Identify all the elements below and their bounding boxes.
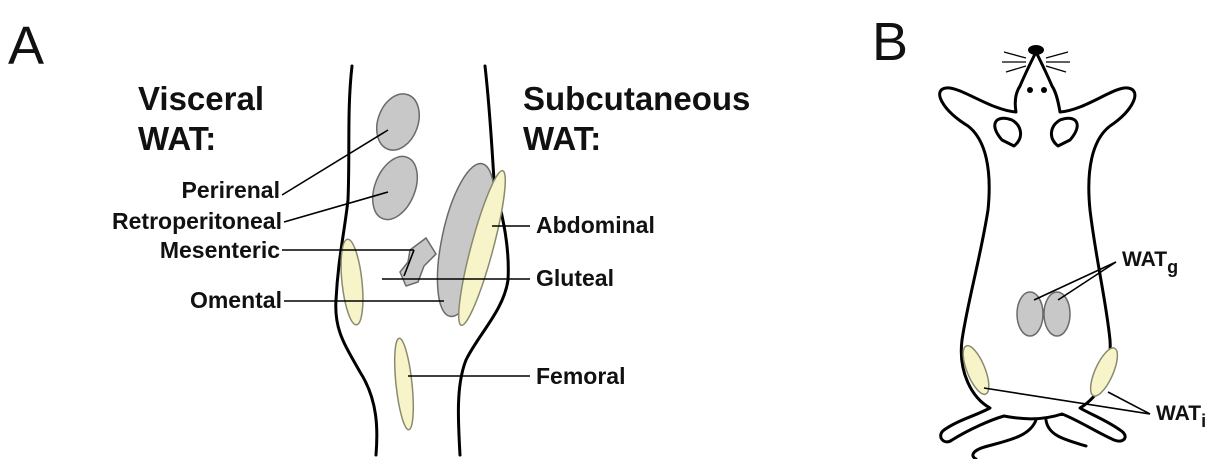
subcutaneous-heading-line2: WAT: — [523, 120, 601, 157]
panel-b: B WATg — [872, 12, 1206, 459]
inguinal-wat-label: WATi — [1156, 402, 1206, 431]
omental-label: Omental — [190, 287, 282, 313]
subcutaneous-heading-line1: Subcutaneous — [523, 80, 750, 117]
mouse-nose — [1028, 45, 1044, 55]
mesenteric-label: Mesenteric — [160, 237, 280, 263]
gonadal-fat-left — [1017, 292, 1043, 336]
right-eye — [1041, 87, 1047, 93]
femoral-label: Femoral — [536, 363, 625, 389]
mouse-tail — [973, 420, 1036, 459]
retroperitoneal-leader — [284, 192, 388, 222]
left-eye — [1027, 87, 1033, 93]
perirenal-leader — [282, 130, 388, 195]
perirenal-label: Perirenal — [182, 177, 280, 203]
panel-b-letter: B — [872, 12, 908, 72]
retroperitoneal-depot — [364, 150, 426, 226]
omental-depot — [338, 238, 367, 326]
gonadal-fat-right — [1044, 292, 1070, 336]
visceral-heading-line1: Visceral — [138, 80, 264, 117]
visceral-heading-line2: WAT: — [138, 120, 216, 157]
panel-a: A Visceral WAT: Subcutaneous WAT: Perire… — [8, 16, 750, 455]
abdominal-label: Abdominal — [536, 212, 655, 238]
gonadal-wat-label: WATg — [1122, 248, 1178, 277]
perirenal-depot — [369, 88, 426, 156]
gluteal-label: Gluteal — [536, 265, 614, 291]
retroperitoneal-label: Retroperitoneal — [112, 208, 282, 234]
panel-a-letter: A — [8, 16, 44, 76]
femoral-depot — [391, 337, 417, 430]
